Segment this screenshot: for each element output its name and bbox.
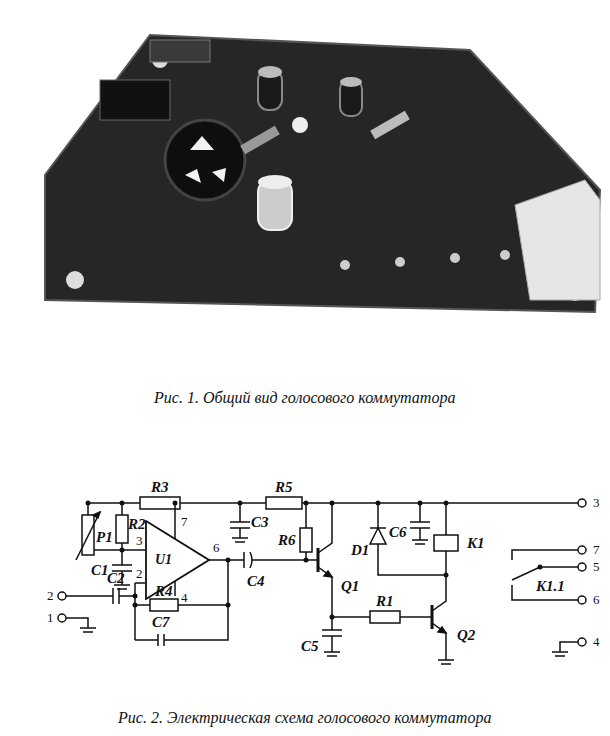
schematic	[58, 497, 586, 664]
pin-number: 7	[593, 542, 600, 558]
component-label: Q2	[457, 627, 475, 643]
component-label: R4	[155, 583, 173, 599]
pin-number: 4	[181, 590, 188, 606]
opamp-outline	[145, 520, 210, 600]
component-label: C6	[389, 524, 407, 540]
component-label: D1	[351, 542, 369, 558]
component-label: K1	[467, 535, 485, 551]
component-label: P1	[96, 529, 113, 545]
component-label: R6	[278, 532, 296, 548]
pin-number: 6	[213, 540, 220, 556]
component-label: R3	[151, 479, 169, 495]
pin-number: 4	[593, 634, 600, 650]
figure-caption: Рис. 1. Общий вид голосового коммутатора	[154, 390, 455, 406]
pin-number: 3	[593, 495, 600, 511]
component-label: R2	[128, 516, 146, 532]
opamp-triangle: U1	[145, 520, 210, 600]
component-label: R1	[376, 593, 394, 609]
pin-number: 6	[593, 592, 600, 608]
pin-number: 3	[136, 533, 143, 549]
component-label: C1	[91, 562, 109, 578]
figure-caption: Рис. 2. Электрическая схема голосового к…	[118, 710, 491, 726]
component-label: C2	[107, 570, 125, 586]
pin-number: 1	[47, 610, 54, 626]
component-label: C3	[251, 514, 269, 530]
component-label: Q1	[341, 578, 359, 594]
pin-number: 2	[136, 566, 143, 582]
component-label: C7	[152, 614, 170, 630]
component-label: K1.1	[536, 578, 565, 594]
component-label: C4	[247, 573, 265, 589]
component-label: R5	[275, 479, 293, 495]
component-label: C5	[301, 638, 319, 654]
pin-number: 2	[47, 588, 54, 604]
board-photo	[45, 35, 600, 312]
component-label: U1	[155, 552, 172, 568]
pin-number: 7	[181, 514, 188, 530]
pin-number: 5	[593, 559, 600, 575]
